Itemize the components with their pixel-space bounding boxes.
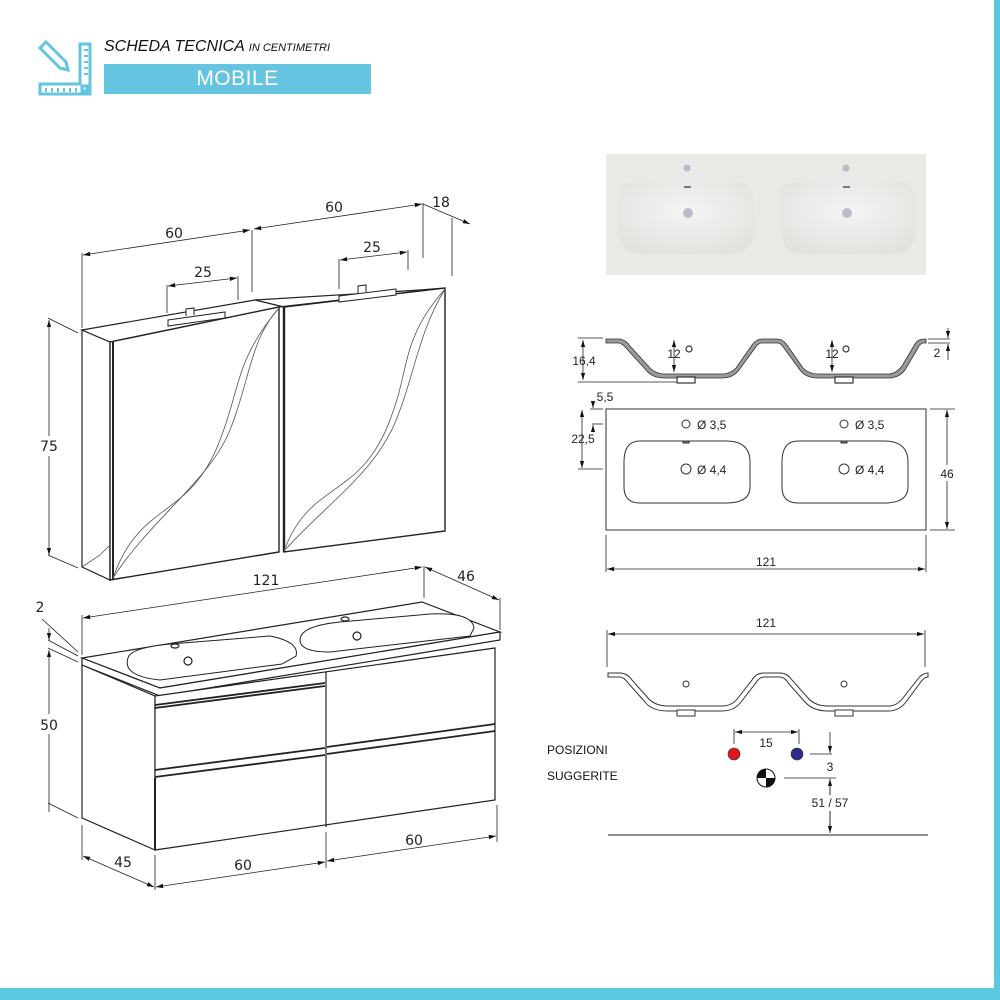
title-text: SCHEDA TECNICA	[104, 38, 245, 55]
dim-top-depth: 46	[457, 569, 475, 585]
dim-mirror-depth: 18	[432, 195, 450, 211]
dim-plan-depth: 46	[940, 467, 954, 481]
sink-plan	[605, 408, 927, 531]
dim-tap-hole-left: Ø 3,5	[697, 418, 727, 432]
drain-point-icon	[756, 768, 776, 788]
dim-base-depth: 45	[114, 855, 132, 871]
dim-bowl-slope-left: 12	[667, 347, 681, 361]
mirror-dimension-labels: 60 60 18 25 25 75	[38, 195, 450, 456]
sink-front-view	[607, 672, 929, 717]
dim-base-width-right: 60	[405, 833, 423, 849]
sink-section-labels: 16,4 12 12 2	[572, 346, 940, 368]
dim-drain-hole-left: Ø 4,4	[697, 463, 727, 477]
dim-tap-hole-right: Ø 3,5	[855, 418, 885, 432]
sink-front-dimensions	[606, 630, 926, 667]
sink-plan-labels: 5,5 22,5 Ø 3,5 Ø 3,5 Ø 4,4 Ø 4,4 46 121	[571, 390, 956, 569]
dim-lamp-right: 25	[363, 240, 381, 256]
drain-render-right	[842, 208, 852, 218]
frame-border-bottom	[0, 988, 1000, 1000]
tap-hole-render-right	[842, 164, 850, 172]
cold-water-point-icon	[790, 747, 804, 761]
sink-plan-dimensions	[578, 400, 955, 572]
dim-tap-offset: 5,5	[597, 390, 614, 404]
dim-drain-offset: 22,5	[571, 432, 595, 446]
ruler-pencil-icon	[37, 39, 92, 96]
dim-plan-width: 121	[756, 555, 776, 569]
dim-top-thickness: 2	[36, 600, 45, 616]
base-unit	[79, 601, 503, 851]
dim-bowl-slope-right: 12	[825, 347, 839, 361]
dim-front-width: 121	[756, 616, 776, 630]
dim-top-width: 121	[253, 573, 280, 589]
dim-mirror-width-right: 60	[325, 200, 343, 216]
dim-supply-spacing: 15	[759, 736, 773, 750]
positions-label-line1: POSIZIONI	[547, 743, 608, 757]
tap-hole-render-left	[683, 164, 691, 172]
mirror-cabinet	[79, 284, 446, 581]
sink-section	[605, 338, 927, 384]
sink-section-dimensions	[578, 328, 951, 383]
dim-lamp-left: 25	[194, 265, 212, 281]
lamp-left	[167, 307, 226, 327]
product-banner: MOBILE	[104, 64, 371, 94]
base-dimension-labels: 121 46 2 50 45 60 60	[36, 569, 475, 874]
dim-base-height: 50	[40, 718, 58, 734]
dim-vertical-offset: 3	[827, 760, 834, 774]
dim-mirror-height: 75	[40, 439, 58, 455]
dim-sink-height: 16,4	[572, 354, 596, 368]
drain-render-left	[683, 208, 693, 218]
dim-mirror-width-left: 60	[165, 226, 183, 242]
positions-label-line2: SUGGERITE	[547, 769, 618, 783]
suggested-positions: POSIZIONI SUGGERITE 15 3 51 / 57	[547, 729, 928, 836]
dim-rim-thickness: 2	[934, 346, 941, 360]
dim-height-from-floor: 51 / 57	[812, 796, 849, 810]
subtitle-text: IN CENTIMETRI	[248, 42, 331, 54]
lamp-right	[338, 284, 397, 303]
frame-border-right	[994, 0, 1000, 1000]
dim-drain-hole-right: Ø 4,4	[855, 463, 885, 477]
dim-base-width-left: 60	[234, 858, 252, 874]
hot-water-point-icon	[727, 747, 741, 761]
sink-render	[606, 154, 926, 275]
